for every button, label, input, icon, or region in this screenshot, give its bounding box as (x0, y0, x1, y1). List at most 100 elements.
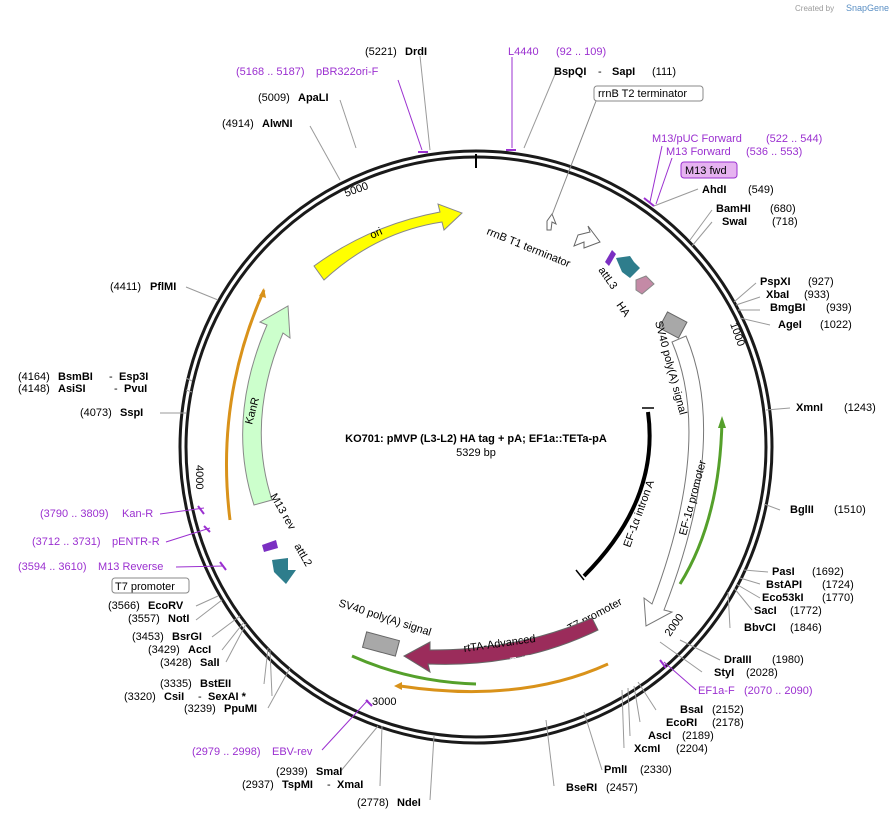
site-pspxi[interactable]: PspXI (760, 276, 791, 288)
site-alwni[interactable]: AlwNI (262, 118, 293, 130)
kanr-feature (242, 305, 291, 506)
site-xmni-pos: (1243) (844, 402, 876, 414)
tick-1000: 1000 (727, 321, 747, 348)
site-smai-pos: (2939) (276, 766, 308, 778)
site-ahdi-pos: (549) (748, 184, 774, 196)
site-styi[interactable]: StyI (714, 667, 734, 679)
orange-track-bottom-head (394, 682, 402, 690)
site-asisi-pos: (4148) (18, 383, 50, 395)
created-by-text: Created by (795, 4, 834, 13)
site-eco53ki[interactable]: Eco53kI (762, 592, 804, 604)
primer-m13-puc-forward[interactable]: M13/pUC Forward (652, 133, 742, 145)
site-sapi[interactable]: SapI (612, 66, 635, 78)
green-track-right (678, 419, 724, 585)
ef1a-promoter-feature (643, 335, 705, 627)
site-ppumi[interactable]: PpuMI (224, 703, 257, 715)
attl3-feature (616, 256, 640, 278)
site-apali[interactable]: ApaLI (298, 92, 329, 104)
site-bsai-pos: (2152) (712, 704, 744, 716)
primer-pbr322ori-f[interactable]: pBR322ori-F (316, 66, 379, 78)
site-acci-pos: (3429) (148, 644, 180, 656)
site-swai-pos: (718) (772, 216, 798, 228)
site-xcmi[interactable]: XcmI (634, 743, 660, 755)
tick-5000: 5000 (343, 180, 370, 200)
orange-track-left-head (259, 288, 266, 298)
site-pasi[interactable]: PasI (772, 566, 795, 578)
site-bsteii-pos: (3335) (160, 678, 192, 690)
site-saci[interactable]: SacI (754, 605, 777, 617)
primer-pentr-r[interactable]: pENTR-R (112, 536, 160, 548)
site-swai[interactable]: SwaI (722, 216, 747, 228)
site-sspi[interactable]: SspI (120, 407, 143, 419)
site-bamhi[interactable]: BamHI (716, 203, 751, 215)
site-apali-pos: (5009) (258, 92, 290, 104)
site-xmai[interactable]: XmaI (337, 779, 363, 791)
site-xmni[interactable]: XmnI (796, 402, 823, 414)
site-pspxi-pos: (927) (808, 276, 834, 288)
site-bbvci[interactable]: BbvCI (744, 622, 776, 634)
ha-label: HA (614, 300, 633, 320)
site-csii[interactable]: CsiI (164, 691, 184, 703)
site-ecorv-pos: (3566) (108, 600, 140, 612)
site-pflmi[interactable]: PflMI (150, 281, 176, 293)
primer-leaders (159, 57, 697, 751)
site-bseri-pos: (2457) (606, 782, 638, 794)
site-bseri[interactable]: BseRI (566, 782, 597, 794)
site-sali[interactable]: SalI (200, 657, 220, 669)
site-ecorv[interactable]: EcoRV (148, 600, 184, 612)
primer-m13-reverse[interactable]: M13 Reverse (98, 561, 163, 573)
rrnb-t1-label: rrnB T1 terminator (485, 226, 572, 271)
rrnb-t1-feature (573, 225, 601, 249)
site-noti[interactable]: NotI (168, 613, 189, 625)
site-drdi[interactable]: DrdI (405, 46, 427, 58)
rtta-feature (402, 617, 599, 674)
ori-feature (313, 203, 463, 281)
site-esp3i[interactable]: Esp3I (119, 371, 148, 383)
site-xbai-pos: (933) (804, 289, 830, 301)
site-asisi[interactable]: AsiSI (58, 383, 86, 395)
site-bmgbi-pos: (939) (826, 302, 852, 314)
primer-marks (197, 149, 667, 707)
site-pmli[interactable]: PmlI (604, 764, 627, 776)
site-ndei[interactable]: NdeI (397, 797, 421, 809)
site-bsmbi[interactable]: BsmBI (58, 371, 93, 383)
primer-kan-r[interactable]: Kan-R (122, 508, 153, 520)
site-bsrgi[interactable]: BsrGI (172, 631, 202, 643)
site-asci[interactable]: AscI (648, 730, 671, 742)
site-sexai[interactable]: SexAI * (208, 691, 247, 703)
site-sspi-pos: (4073) (80, 407, 112, 419)
site-bspqi-dash: - (598, 66, 602, 78)
site-tspmi-pos: (2937) (242, 779, 274, 791)
site-asisi-dash: - (114, 383, 118, 395)
rrnb-t2-box (593, 85, 704, 102)
m13-fwd-box (680, 161, 738, 179)
site-ahdi[interactable]: AhdI (702, 184, 726, 196)
site-bmgbi[interactable]: BmgBI (770, 302, 805, 314)
primer-pentr-r-range: (3712 .. 3731) (32, 536, 101, 548)
site-acci[interactable]: AccI (188, 644, 211, 656)
site-bstapi[interactable]: BstAPI (766, 579, 802, 591)
site-xbai[interactable]: XbaI (766, 289, 789, 301)
site-bspqi[interactable]: BspQI (554, 66, 586, 78)
site-bsrgi-pos: (3453) (132, 631, 164, 643)
primer-ebv-rev[interactable]: EBV-rev (272, 746, 313, 758)
plasmid-length: 5329 bp (456, 447, 496, 459)
site-bglii[interactable]: BglII (790, 504, 814, 516)
ef1a-intron-end (575, 569, 585, 581)
site-bsteii[interactable]: BstEII (200, 678, 231, 690)
site-smai[interactable]: SmaI (316, 766, 342, 778)
site-ecori[interactable]: EcoRI (666, 717, 697, 729)
site-ndei-pos: (2778) (357, 797, 389, 809)
site-pvui[interactable]: PvuI (124, 383, 147, 395)
site-bsai[interactable]: BsaI (680, 704, 703, 716)
rrnb-t2-feature (546, 212, 557, 231)
site-xcmi-pos: (2204) (676, 743, 708, 755)
site-tspmi[interactable]: TspMI (282, 779, 313, 791)
primer-l4440[interactable]: L4440 (508, 46, 539, 58)
primer-ef1a-f[interactable]: EF1a-F (698, 685, 735, 697)
site-draiii[interactable]: DraIII (724, 654, 752, 666)
attl3-label: attL3 (596, 265, 620, 292)
m13-fwd-box-label: M13 fwd (685, 165, 727, 177)
site-agei[interactable]: AgeI (778, 319, 802, 331)
primer-m13-forward[interactable]: M13 Forward (666, 146, 731, 158)
